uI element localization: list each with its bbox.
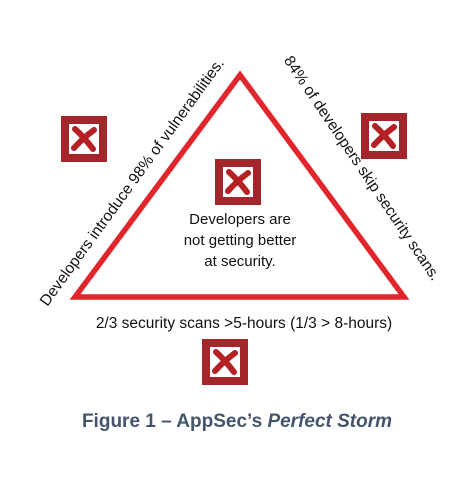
storm-triangle	[69, 70, 410, 300]
caption-prefix: Figure 1 – AppSec’s	[81, 411, 268, 432]
center-text-line-1: Developers are	[189, 211, 291, 228]
right-side-label: 84% of developers skip security scans.	[280, 53, 443, 284]
x-mark-icon	[206, 343, 244, 381]
x-mark-icon	[65, 120, 103, 158]
center-text-line-2: not getting better	[184, 232, 297, 249]
bottom-side-label: 2/3 security scans >5-hours (1/3 > 8-hou…	[96, 315, 392, 332]
figure-caption: Figure 1 – AppSec’s Perfect Storm	[0, 411, 474, 433]
caption-emphasis: Perfect Storm	[267, 411, 393, 432]
center-text-line-3: at security.	[204, 253, 275, 270]
x-mark-icon	[219, 163, 257, 201]
left-side-label: Developers introduce 98% of vulnerabilit…	[37, 55, 228, 309]
x-mark-icon	[365, 117, 403, 155]
